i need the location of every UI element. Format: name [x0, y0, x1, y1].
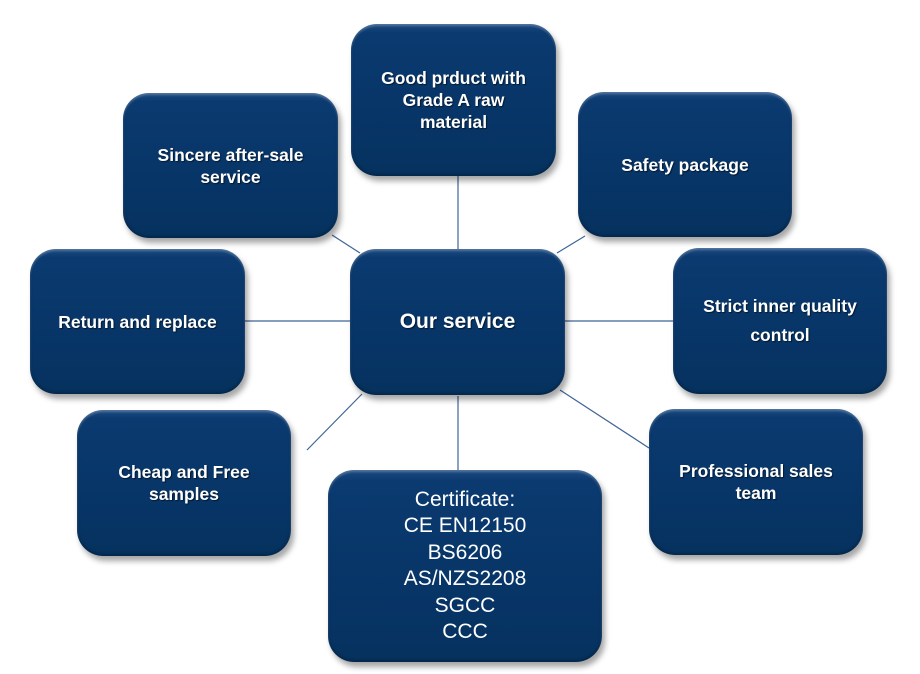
node-label: Strict inner quality control: [703, 296, 857, 345]
node-label: Certificate: CE EN12150 BS6206 AS/NZS220…: [403, 487, 527, 644]
center-label: Our service: [399, 310, 516, 333]
node-label: Good prduct with Grade A raw material: [381, 68, 526, 132]
connector-professional-sales: [559, 389, 650, 449]
node-label: Safety package: [621, 154, 749, 175]
connector-safety-package: [556, 235, 586, 254]
connector-cheap-samples: [306, 393, 363, 451]
node-label: Sincere after-sale service: [157, 144, 304, 187]
node-certificate: Certificate: CE EN12150 BS6206 AS/NZS220…: [328, 470, 602, 662]
connector-after-sale: [331, 234, 361, 254]
node-center-our-service: Our service: [350, 249, 565, 395]
node-after-sale: Sincere after-sale service: [123, 93, 338, 238]
node-professional-sales: Professional sales team: [649, 409, 863, 555]
node-label: Return and replace: [58, 311, 217, 332]
node-safety-package: Safety package: [578, 92, 792, 237]
node-return-replace: Return and replace: [30, 249, 245, 394]
node-label: Professional sales team: [679, 461, 833, 503]
node-cheap-samples: Cheap and Free samples: [77, 410, 291, 556]
node-strict-quality: Strict inner quality control: [673, 248, 887, 394]
node-good-product: Good prduct with Grade A raw material: [351, 24, 556, 176]
node-label: Cheap and Free samples: [118, 462, 250, 504]
